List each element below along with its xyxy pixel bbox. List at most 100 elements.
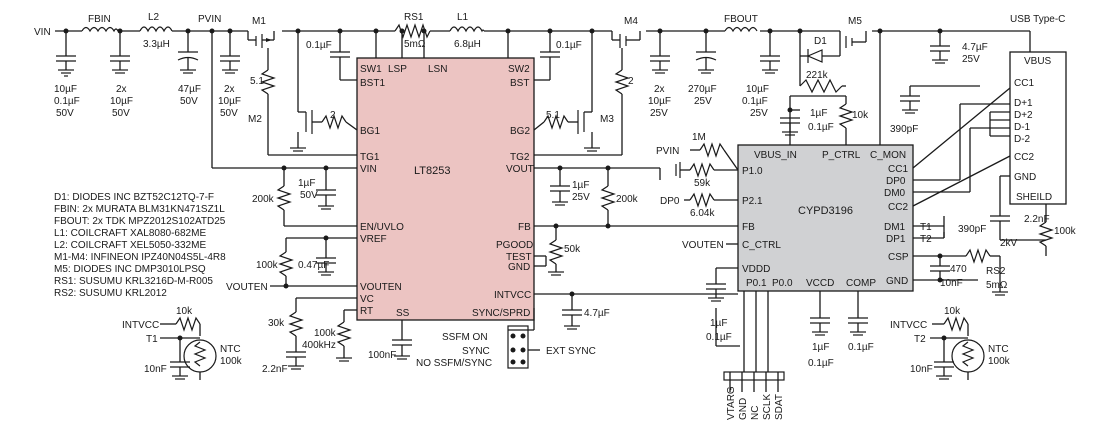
lt-pin-bg2: BG2 — [510, 126, 530, 137]
lt-pin-intvcc: INTVCC — [494, 290, 531, 301]
bom-line: M5: DIODES INC DMP3010LPSQ — [54, 264, 206, 275]
junction-dots — [63, 28, 947, 341]
conn-pin-gnd: GND — [1014, 172, 1036, 183]
net-sync: SYNC — [462, 346, 490, 357]
l2-inductor — [139, 26, 173, 33]
value-c-in2b: 10µF — [110, 96, 133, 107]
prog-pin-vtarg: VTARG — [726, 386, 737, 420]
label-fbin: FBIN — [88, 14, 111, 25]
input-capacitors — [56, 31, 240, 77]
value-c-comp: 0.1µF — [848, 342, 874, 353]
cy-pin-cc1: CC1 — [888, 164, 908, 175]
lt-pin-rt: RT — [360, 306, 373, 317]
label-ntc-2: NTC — [988, 344, 1009, 355]
label-ntc: NTC — [220, 344, 241, 355]
label-d1: D1 — [814, 36, 827, 47]
bom-line: L1: COILCRAFT XAL8080-682ME — [54, 228, 206, 239]
value-r-m4: 2 — [628, 76, 634, 87]
label-rs1-value: 5mΩ — [404, 39, 426, 50]
value-c-in1b: 0.1µF — [54, 96, 80, 107]
value-r-100k: 100k — [256, 260, 279, 271]
value-c-vin2: 50V — [300, 190, 318, 201]
conn-pin-dp2: D+2 — [1014, 110, 1033, 121]
net-dp0: DP0 — [660, 196, 680, 207]
prog-pin-sdat: SDAT — [774, 394, 785, 420]
m1-mosfet — [247, 31, 275, 48]
lt-pin-sw2: SW2 — [508, 64, 530, 75]
label-l2: L2 — [148, 12, 160, 23]
m4-mosfet — [611, 31, 641, 48]
value-c-100nf: 100nF — [368, 350, 396, 361]
value-c-vout2: 25V — [572, 192, 590, 203]
value-r-m1: 5.1 — [250, 76, 264, 87]
value-c-vccd2: 0.1µF — [808, 358, 834, 369]
lt-pin-bg1: BG1 — [360, 126, 380, 137]
lt-pin-fb: FB — [518, 222, 531, 233]
value-c-in2c: 50V — [112, 108, 130, 119]
label-l1: L1 — [457, 12, 469, 23]
net-intvcc: INTVCC — [122, 320, 159, 331]
value-r-10k: 10k — [852, 110, 869, 121]
conn-pin-dm2: D-2 — [1014, 134, 1031, 145]
value-c-o2a: 270µF — [688, 84, 717, 95]
lt-pin-lsp: LSP — [388, 64, 407, 75]
cy-pin-comp: COMP — [846, 278, 876, 289]
lt-pin-pgood: PGOOD — [496, 240, 533, 251]
cypd-network — [675, 31, 1054, 392]
value-ntc-2: 100k — [988, 356, 1011, 367]
conn-pin-dp1: D+1 — [1014, 98, 1033, 109]
value-c-2kv: 2kV — [1000, 238, 1018, 249]
lt-pin-bst1: BST1 — [360, 78, 385, 89]
net-pvin-2: PVIN — [656, 146, 679, 157]
ntc-left — [160, 316, 217, 380]
label-fbout: FBOUT — [724, 14, 758, 25]
lt-pin-tg1: TG1 — [360, 152, 380, 163]
value-c-390b: 390pF — [958, 224, 986, 235]
label-m2: M2 — [248, 114, 262, 125]
cy-pin-p21: P2.1 — [742, 196, 763, 207]
bom-line: RS1: SUSUMU KRL3216D-M-R005 — [54, 276, 213, 287]
fbin-ferrite-bead — [81, 26, 119, 33]
conn-pin-shield: SHEILD — [1016, 192, 1052, 203]
labels: VIN FBIN L2 3.3µH PVIN M1 RS1 5mΩ L1 6.8… — [34, 12, 1077, 420]
value-c-1u: 1µF — [810, 108, 827, 119]
d1-zener-diode — [799, 31, 846, 94]
bom-list: D1: DIODES INC BZT52C12TQ-7-F FBIN: 2x M… — [54, 192, 226, 299]
net-no-ssfm: NO SSFM/SYNC — [416, 358, 492, 369]
lt-pin-tg2: TG2 — [510, 152, 530, 163]
conn-pin-dm1: D-1 — [1014, 122, 1031, 133]
lt-pin-ss: SS — [396, 308, 410, 319]
cy-pin-pctrl: P_CTRL — [822, 150, 861, 161]
net-vin: VIN — [34, 27, 51, 38]
value-c-047: 0.47µF — [298, 260, 329, 271]
net-vouten: VOUTEN — [226, 282, 268, 293]
lt-pin-vc: VC — [360, 294, 374, 305]
value-c-10nf: 10nF — [940, 278, 963, 289]
bom-line: FBOUT: 2x TDK MPZ2012S102ATD25 — [54, 216, 226, 227]
label-m3: M3 — [600, 114, 614, 125]
lt-pin-vref: VREF — [360, 234, 387, 245]
label-l1-value: 6.8µH — [454, 39, 481, 50]
usb-c-connector — [1009, 51, 1067, 205]
net-vouten-2: VOUTEN — [682, 240, 724, 251]
bootstrap-caps — [330, 31, 560, 81]
cy-pin-p10: P1.0 — [742, 166, 763, 177]
value-c-in3a: 47µF — [178, 84, 201, 95]
label-m5: M5 — [848, 16, 862, 27]
prog-pin-sclk: SCLK — [762, 394, 773, 420]
value-c-o1c: 25V — [650, 108, 668, 119]
lt-pin-syncsprd: SYNC/SPRD — [472, 308, 530, 319]
lt-pin-vout: VOUT — [506, 164, 534, 175]
cy-pin-p01: P0.1 — [746, 278, 767, 289]
value-c-vddd1: 1µF — [710, 318, 727, 329]
label-m1: M1 — [252, 16, 266, 27]
lt-pin-sw1: SW1 — [360, 64, 382, 75]
value-r-1m: 1M — [692, 132, 706, 143]
value-c-vout1: 1µF — [572, 180, 589, 191]
value-r-bg2: 5.1 — [546, 110, 560, 121]
net-ssfm-on: SSFM ON — [442, 332, 488, 343]
value-r-200k: 200k — [252, 194, 275, 205]
cy-pin-dp0: DP0 — [886, 176, 906, 187]
cy-pin-csp: CSP — [888, 252, 909, 263]
cy-pin-dm1: DM1 — [884, 222, 906, 233]
